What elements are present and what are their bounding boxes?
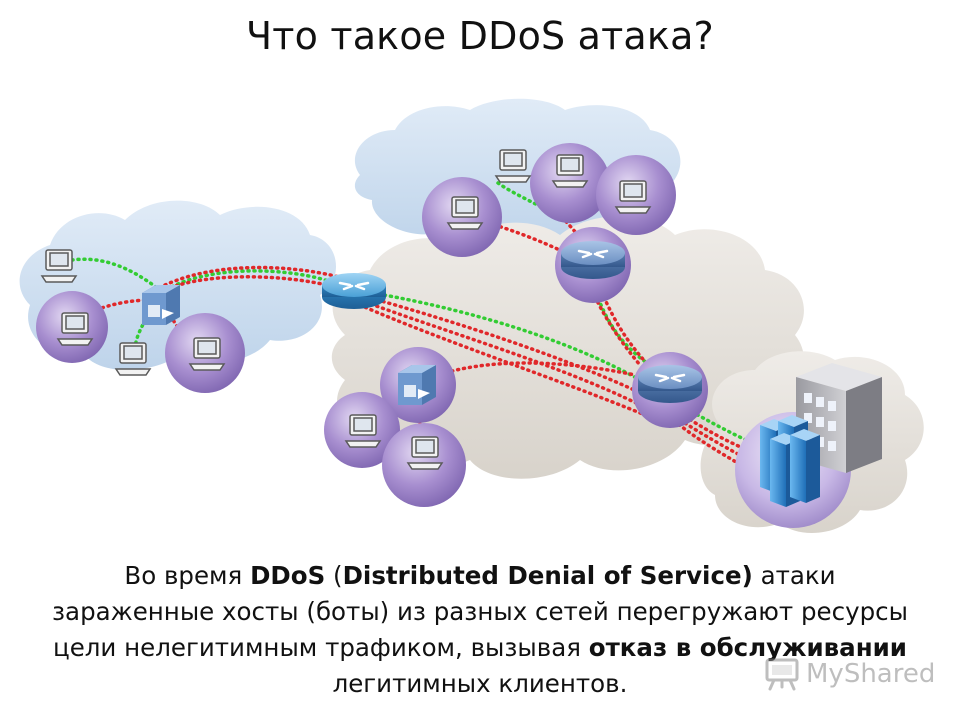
caption-text: Во время bbox=[124, 561, 251, 590]
caption-text: атаки зараженные хосты (боты) из разных … bbox=[52, 561, 908, 662]
slide-caption: Во время DDoS (Distributed Denial of Ser… bbox=[40, 558, 920, 702]
slideshow-board-icon bbox=[765, 658, 799, 691]
caption-text: ( bbox=[325, 561, 343, 590]
server-rack-icon bbox=[760, 415, 820, 507]
caption-text: легитимных клиентов. bbox=[332, 669, 628, 698]
core-router-icon bbox=[322, 273, 386, 309]
watermark-text: MyShared bbox=[806, 659, 936, 689]
caption-bold-ddos: DDoS bbox=[250, 561, 326, 590]
slide-title: Что такое DDoS атака? bbox=[246, 14, 714, 58]
router-icon bbox=[561, 241, 702, 403]
desktop-computer-icon bbox=[40, 149, 652, 470]
firewall-switch-icon bbox=[142, 285, 436, 405]
caption-bold-expansion: Distributed Denial of Service) bbox=[342, 561, 753, 590]
ddos-network-diagram bbox=[19, 98, 924, 533]
caption-bold-denial: отказ в обслуживании bbox=[588, 633, 907, 662]
watermark: MyShared bbox=[764, 654, 935, 694]
